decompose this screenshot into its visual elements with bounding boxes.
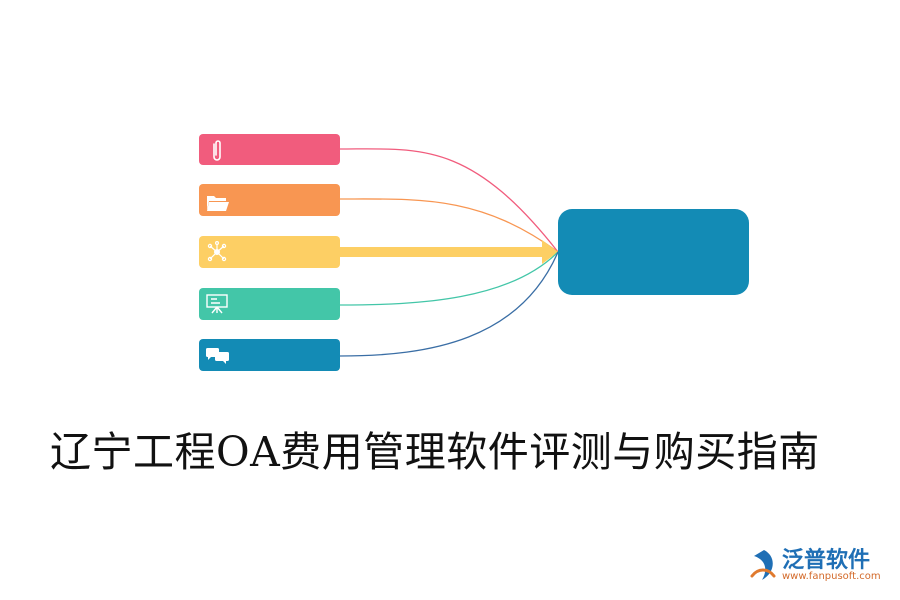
node-4 (199, 288, 340, 320)
connector-line-2 (339, 198, 559, 253)
chat-icon (206, 348, 229, 364)
connector-line-4 (339, 251, 559, 306)
paperclip-icon (213, 140, 221, 161)
connector-line-5 (339, 251, 559, 357)
node-1 (199, 134, 340, 165)
node-2 (199, 184, 340, 216)
brand-logo: 泛普软件 www.fanpusoft.com (748, 542, 888, 590)
connector-line-1 (339, 148, 559, 253)
presentation-icon (206, 294, 228, 314)
page-title: 辽宁工程OA费用管理软件评测与购买指南 (50, 428, 820, 476)
folder-icon (207, 196, 229, 211)
logo-icon (750, 550, 776, 580)
arrow-head (542, 240, 558, 264)
logo-name: 泛普软件 (782, 548, 871, 573)
target-node (558, 209, 749, 295)
node-5 (199, 339, 340, 371)
node-3 (199, 236, 340, 268)
logo-url: www.fanpusoft.com (782, 571, 881, 582)
network-icon (207, 241, 227, 262)
